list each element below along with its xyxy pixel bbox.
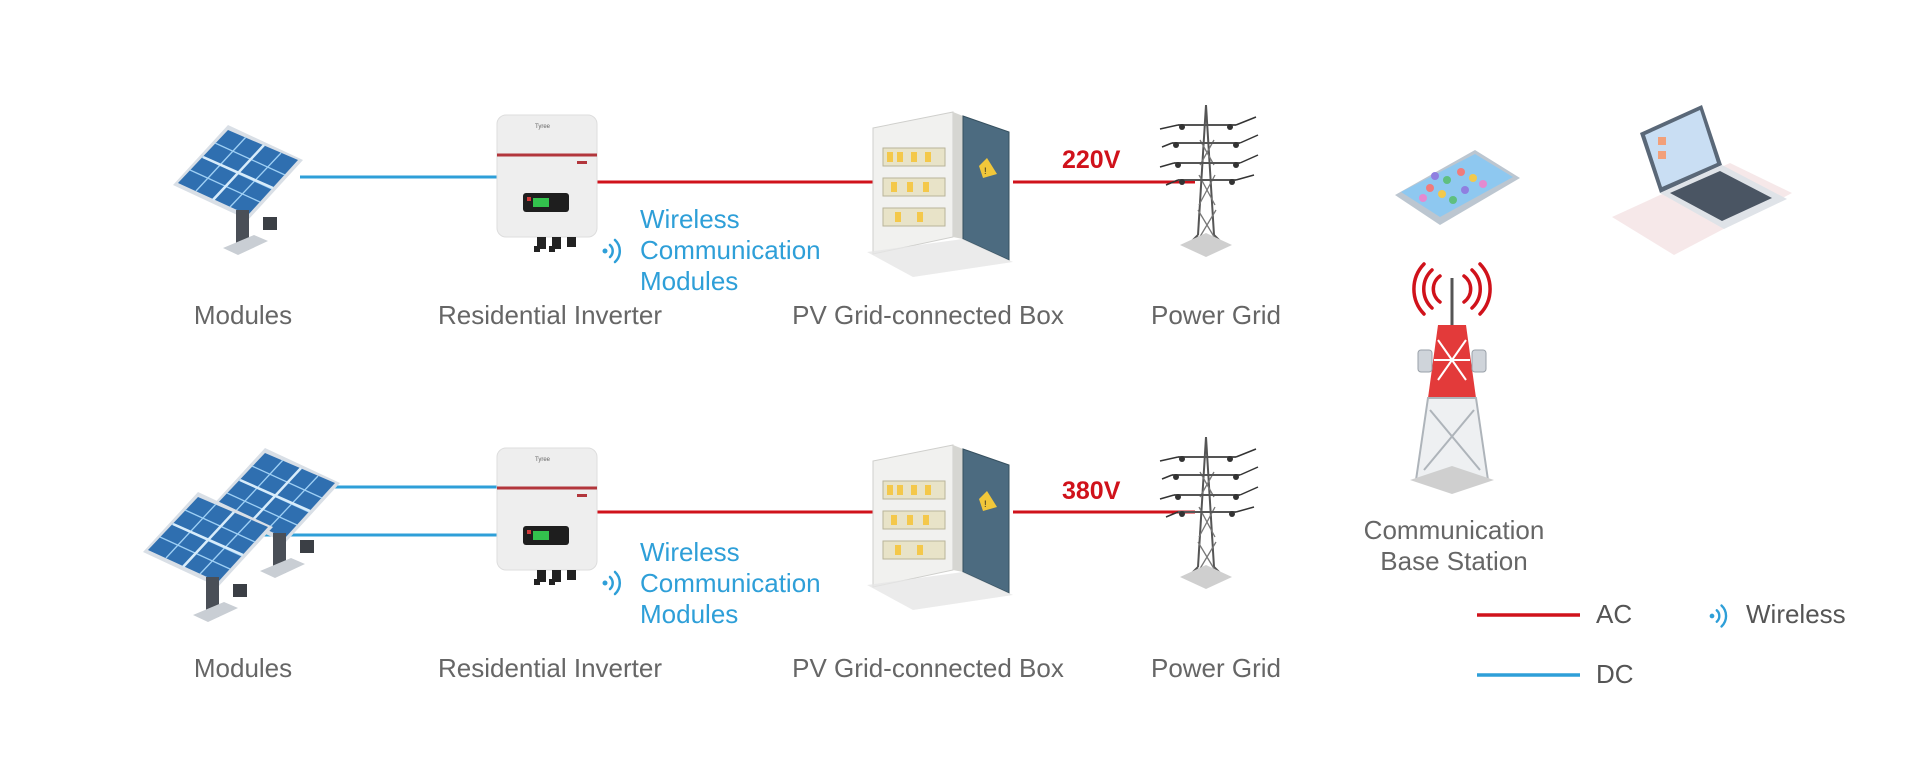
solar-panel-icon xyxy=(171,123,305,257)
power-tower-icon xyxy=(1159,104,1259,258)
modules-label: Modules xyxy=(193,300,293,330)
wireless-line: Modules xyxy=(640,599,739,629)
wireless-module-label: Wireless Communication Modules xyxy=(640,204,821,297)
grid-box-icon xyxy=(866,444,1014,611)
inverter-label: Residential Inverter xyxy=(438,653,662,683)
wifi-signal-icon xyxy=(601,570,622,596)
power-tower-icon xyxy=(1159,436,1259,590)
voltage-label: 220V xyxy=(1062,146,1121,174)
wireless-line: Communication xyxy=(640,235,821,265)
inverter-icon xyxy=(495,113,599,254)
smartphone-icon xyxy=(1395,150,1520,225)
modules-label: Modules xyxy=(193,653,293,683)
inverter-icon xyxy=(495,446,599,587)
base-station-line: Base Station xyxy=(1380,546,1528,576)
base-station-icon xyxy=(1410,262,1494,494)
legend-wireless-icon xyxy=(1708,604,1728,628)
legend-ac-label: AC xyxy=(1596,599,1633,629)
wireless-module-label: Wireless Communication Modules xyxy=(640,537,821,630)
laptop-icon xyxy=(1612,105,1792,255)
power-grid-label: Power Grid xyxy=(1150,300,1282,330)
legend-dc-label: DC xyxy=(1596,659,1634,689)
wireless-line: Wireless xyxy=(640,204,740,234)
legend-wireless-label: Wireless xyxy=(1746,599,1846,629)
voltage-label: 380V xyxy=(1062,477,1121,505)
power-grid-label: Power Grid xyxy=(1150,653,1282,683)
inverter-label: Residential Inverter xyxy=(438,300,662,330)
base-station-label: Communication Base Station xyxy=(1364,515,1545,577)
grid-box-icon xyxy=(866,111,1014,278)
wifi-signal-icon xyxy=(601,238,622,264)
wireless-line: Communication xyxy=(640,568,821,598)
wireless-line: Modules xyxy=(640,266,739,296)
grid-box-label: PV Grid-connected Box xyxy=(792,300,1064,330)
base-station-line: Communication xyxy=(1363,515,1545,545)
grid-box-label: PV Grid-connected Box xyxy=(792,653,1064,683)
wireless-line: Wireless xyxy=(640,537,740,567)
